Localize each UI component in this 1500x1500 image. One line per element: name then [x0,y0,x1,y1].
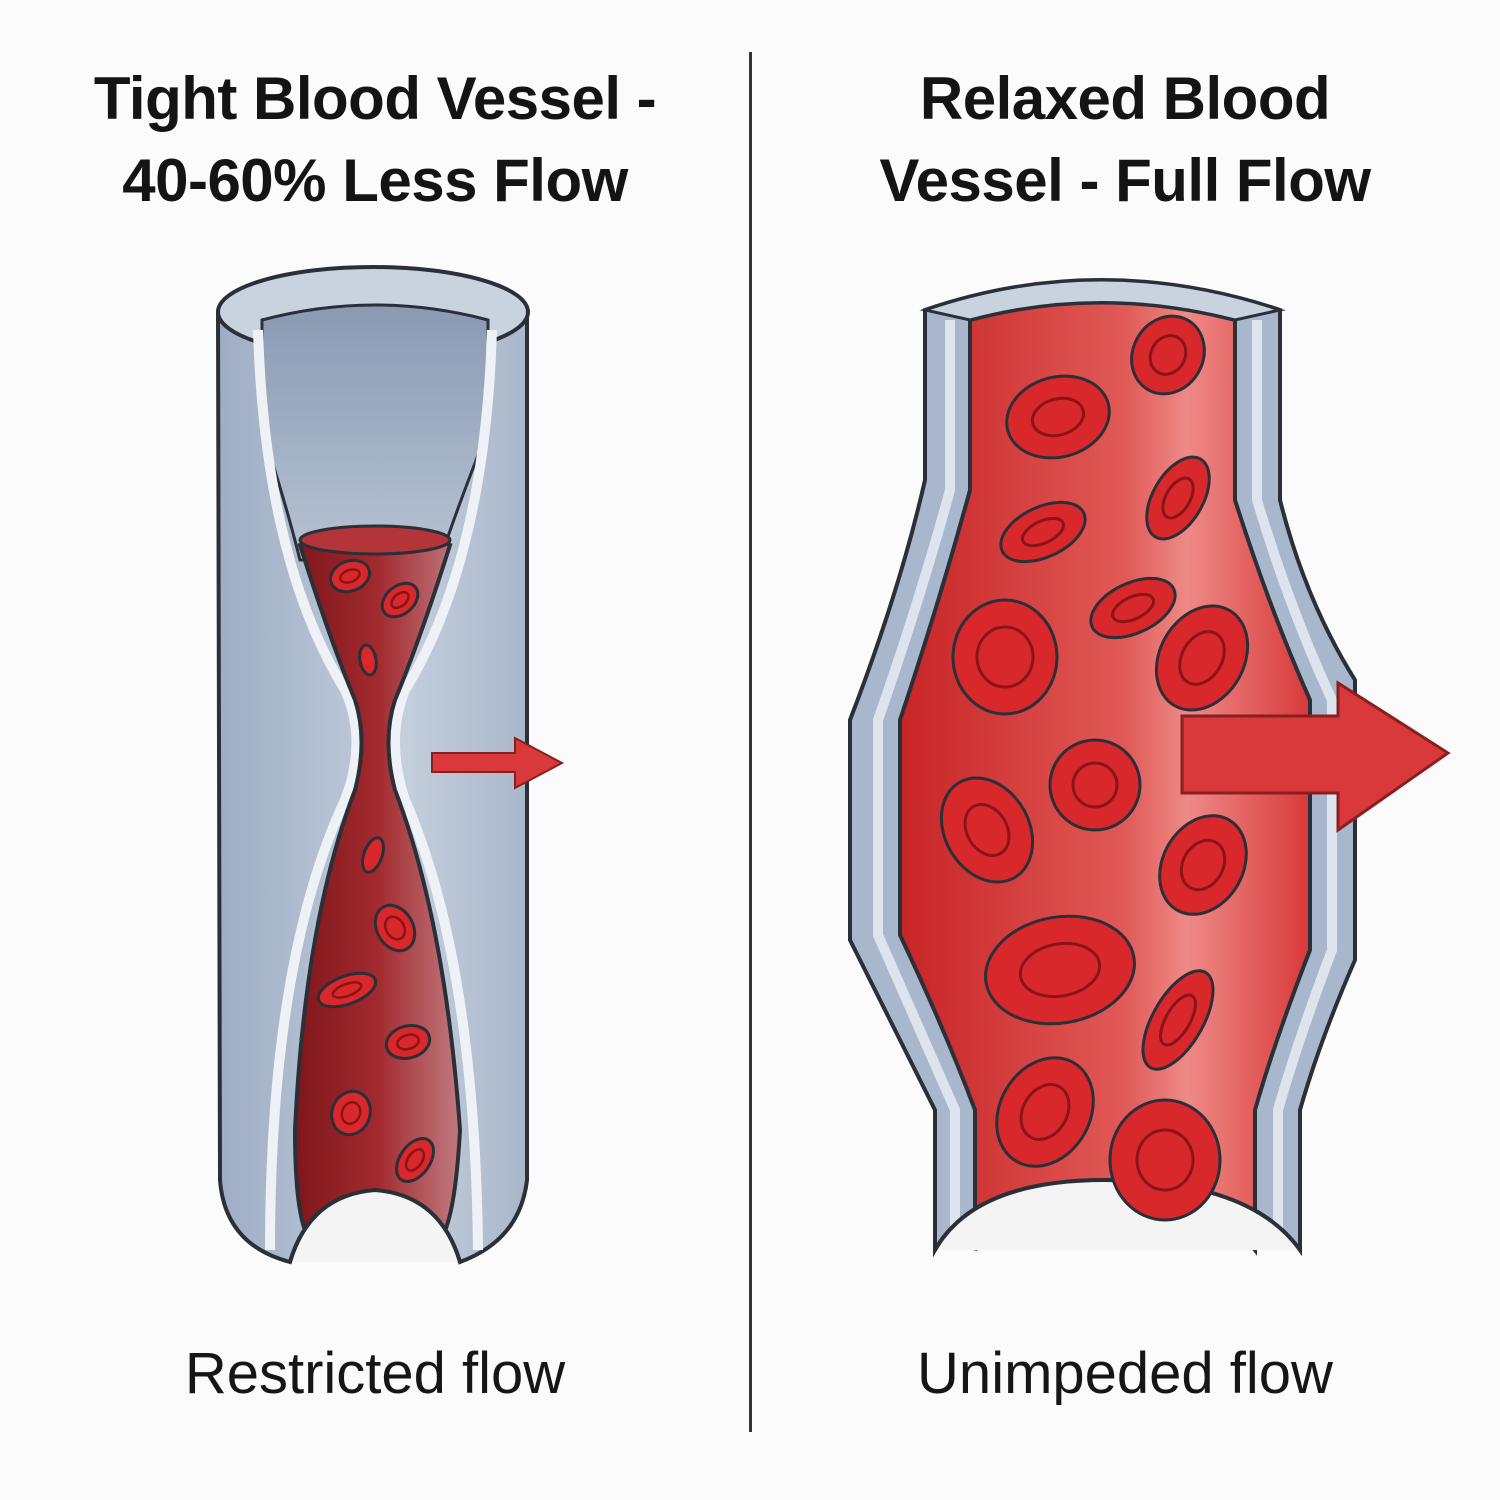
tight-title-line-2: 40-60% Less Flow [122,147,628,214]
relaxed-vessel-caption: Unimpeded flow [917,1341,1333,1406]
relaxed-title-line-1: Relaxed Blood [919,65,1331,132]
relaxed-vessel-panel: Relaxed Blood Vessel - Full Flow [750,0,1500,1500]
tight-vessel-title: Tight Blood Vessel - 40-60% Less Flow [0,58,750,222]
tight-vessel-panel: Tight Blood Vessel - 40-60% Less Flow [0,58,750,1406]
narrow-vessel-icon [215,265,565,1265]
panel-divider [749,52,752,1432]
wide-vessel-icon [848,278,1451,1258]
flow-arrow-icon [1180,680,1451,833]
flow-arrow-icon [431,736,565,790]
relaxed-title-line-2: Vessel - Full Flow [879,147,1371,214]
relaxed-vessel-title: Relaxed Blood Vessel - Full Flow [750,58,1500,222]
tight-title-line-1: Tight Blood Vessel - [93,65,657,132]
tight-vessel-caption: Restricted flow [184,1341,566,1406]
